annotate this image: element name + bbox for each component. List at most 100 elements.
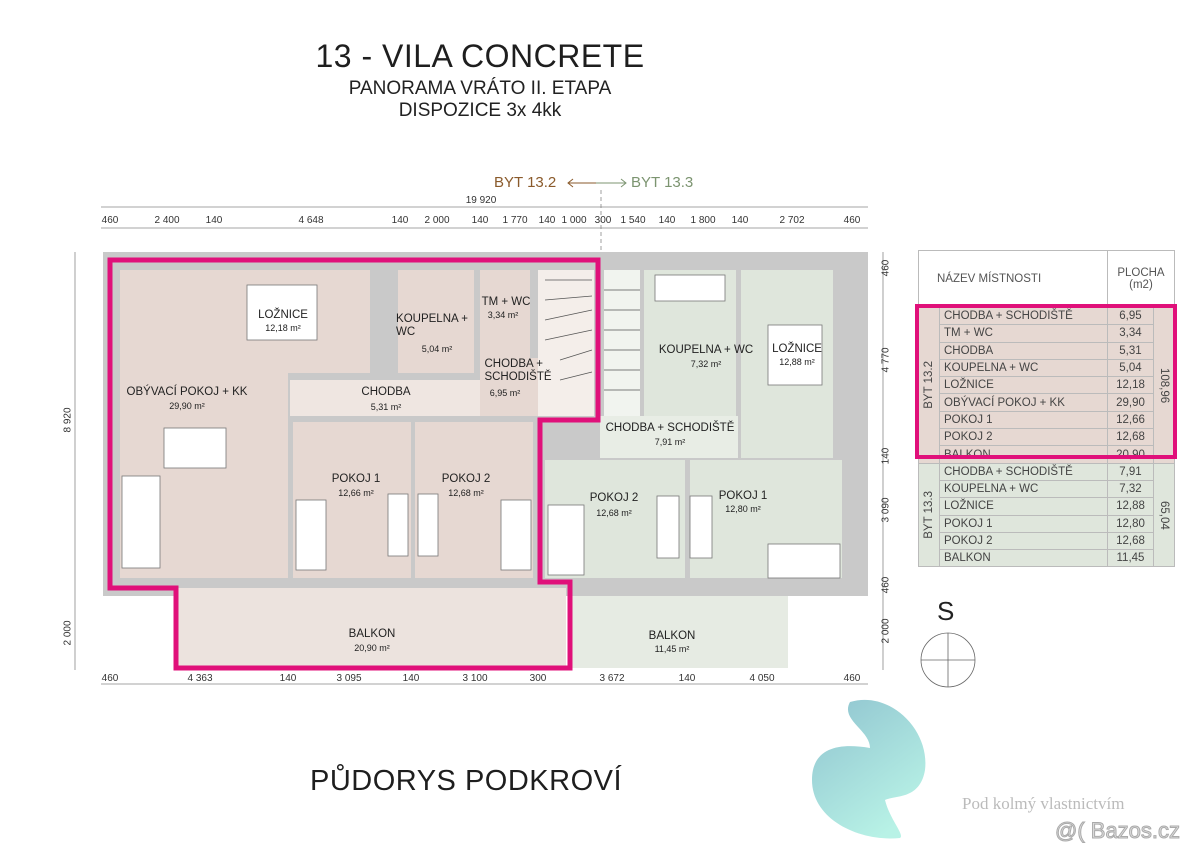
room-label: BALKON: [348, 628, 396, 640]
dim-right-1: 4 770: [880, 347, 892, 373]
bed: [547, 504, 585, 576]
room-area-cell: 12,68: [1106, 531, 1155, 551]
byt-13-3-label: BYT 13.3: [631, 174, 694, 191]
room-area-cell: 7,32: [1106, 479, 1155, 499]
dim-right-3: 3 090: [880, 497, 892, 523]
room-area: 3,34 m²: [487, 310, 519, 320]
room-area: 12,18 m²: [265, 323, 301, 333]
dim-left-1: 2 000: [62, 620, 74, 646]
dim-right-4: 460: [880, 576, 892, 594]
dim-bottom: 460: [101, 673, 119, 684]
room-label: KOUPELNA + WC: [658, 344, 754, 356]
byt-13-2-rooms: [120, 270, 594, 668]
group-total-text: 65,04: [1158, 500, 1170, 530]
room-area: 7,32 m²: [690, 359, 722, 369]
dim-top: 4 648: [298, 215, 324, 226]
watermark-brand: @( Bazos.cz: [1054, 818, 1181, 844]
dim-top: 2 000: [424, 215, 450, 226]
room-label: POKOJ 1: [718, 490, 768, 502]
room-label: POKOJ 1: [331, 473, 381, 485]
dim-top: 1 800: [690, 215, 716, 226]
room-label: KOUPELNA + WC: [396, 313, 468, 338]
group-label: BYT 13.3: [918, 462, 940, 568]
room-area: 5,04 m²: [421, 344, 453, 354]
room-area-cell: 6,95: [1106, 306, 1155, 326]
room-area: 11,45 m²: [654, 644, 690, 654]
dim-bottom: 140: [678, 673, 696, 684]
dim-top: 140: [205, 215, 223, 226]
room-name-cell: KOUPELNA + WC: [939, 479, 1108, 499]
bed: [767, 543, 841, 579]
dim-total: 19 920: [465, 195, 497, 206]
group-total-text: 108,96: [1158, 367, 1170, 403]
room-label: CHODBA + SCHODIŠTĚ: [605, 422, 735, 434]
room-area: 12,66 m²: [338, 488, 374, 498]
room-area: 20,90 m²: [354, 643, 390, 653]
compass-label: S: [937, 596, 955, 626]
room-label: LOŽNICE: [258, 309, 308, 321]
dim-top: 1 540: [620, 215, 646, 226]
compass-icon: [920, 632, 976, 688]
col-area-header: PLOCHA(m2): [1106, 250, 1176, 308]
room-area-cell: 12,68: [1106, 428, 1155, 447]
bed: [500, 499, 532, 571]
dim-top: 1 770: [502, 215, 528, 226]
plan-title: PŮDORYS PODKROVÍ: [310, 765, 623, 797]
dim-top: 140: [731, 215, 749, 226]
dim-top: 1 000: [561, 215, 587, 226]
dim-top: 140: [538, 215, 556, 226]
room-area: 6,95 m²: [489, 388, 521, 398]
dim-bottom: 460: [843, 673, 861, 684]
room-name-cell: LOŽNICE: [939, 376, 1108, 395]
room-name-cell: POKOJ 2: [939, 531, 1108, 551]
room-name-cell: BALKON: [939, 549, 1108, 568]
room-name-cell: POKOJ 1: [939, 514, 1108, 533]
group-total: 65,04: [1153, 462, 1175, 568]
table-highlight: [915, 304, 1177, 459]
dim-left-0: 8 920: [62, 407, 74, 433]
dim-bottom: 4 050: [749, 673, 775, 684]
desk: [689, 495, 713, 559]
dim-top: 300: [594, 215, 612, 226]
dim-bottom: 140: [279, 673, 297, 684]
dim-right-5: 2 000: [880, 618, 892, 644]
dim-top: 140: [471, 215, 489, 226]
room-name-cell: LOŽNICE: [939, 497, 1108, 516]
room-label: LOŽNICE: [772, 343, 822, 355]
layout-subtitle: DISPOZICE 3x 4kk: [398, 100, 562, 121]
col-area-unit: (m2): [1129, 279, 1153, 291]
col-area-label: PLOCHA: [1117, 267, 1165, 279]
dim-bottom: 3 100: [462, 673, 488, 684]
double-arrow-icon: [567, 178, 627, 188]
room-area: 12,88 m²: [779, 357, 815, 367]
dim-right-2: 140: [880, 447, 892, 465]
room-area-cell: 12,88: [1106, 497, 1155, 516]
room-label: BALKON: [648, 630, 696, 642]
room-name-cell: CHODBA: [939, 341, 1108, 360]
room-name-cell: KOUPELNA + WC: [939, 358, 1108, 378]
dim-right-0: 460: [880, 259, 892, 277]
room-area: 5,31 m²: [370, 402, 402, 412]
bed: [295, 499, 327, 571]
dim-top: 140: [391, 215, 409, 226]
desk: [656, 495, 680, 559]
table-header: NÁZEV MÍSTNOSTI PLOCHA(m2): [918, 250, 1176, 308]
dim-top: 460: [843, 215, 861, 226]
dim-bottom: 3 672: [599, 673, 625, 684]
byt-13-2-label: BYT 13.2: [494, 174, 557, 191]
bed: [767, 324, 823, 386]
room-area: 7,91 m²: [654, 437, 686, 447]
watermark-text: Pod kolmý vlastnictvím: [962, 794, 1125, 813]
